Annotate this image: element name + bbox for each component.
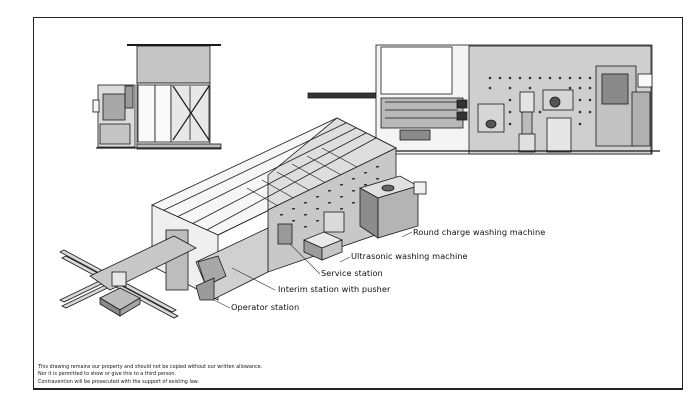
isometric-view — [59, 117, 427, 319]
leader-lines — [213, 231, 413, 309]
legal-notice-line: Contravention will be prosecuted with th… — [38, 378, 199, 385]
legal-notice-line: This drawing remains our property and sh… — [38, 364, 263, 370]
callout-round-charge-washing-machine: Round charge washing machine — [413, 227, 546, 237]
callout-operator-station: Operator station — [231, 302, 300, 312]
legal-notice: This drawing remains our property and sh… — [38, 364, 262, 386]
callout-ultrasonic-washing-machine: Ultrasonic washing machine — [351, 251, 468, 261]
callout-interim-station: Interim station with pusher — [278, 284, 391, 294]
end-view — [92, 44, 222, 150]
side-view — [307, 44, 660, 155]
callout-service-station: Service station — [321, 268, 383, 278]
legal-notice-line: Nor it is permitted to show or give this… — [38, 371, 177, 378]
